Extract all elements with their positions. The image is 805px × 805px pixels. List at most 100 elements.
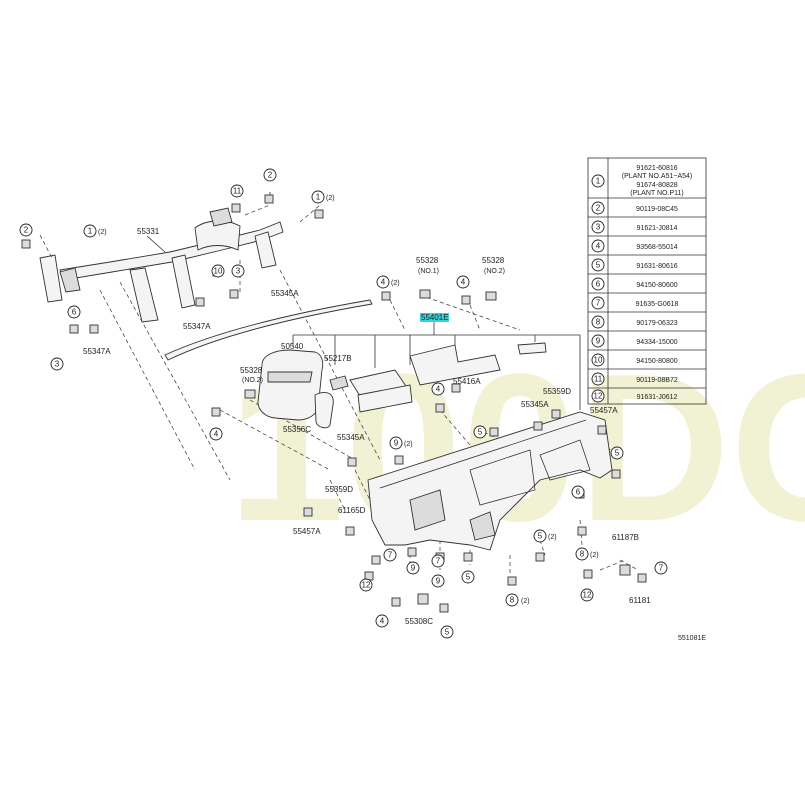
ref-circle-4: 4	[380, 617, 385, 626]
legend-row-8-part: 90179-06323	[636, 320, 677, 327]
legend-row-9-num: 9	[596, 337, 601, 346]
callout-55308C: 55308C	[405, 617, 433, 626]
legend-row-8-num: 8	[596, 318, 601, 327]
small-hardware	[21, 194, 647, 613]
callout-55347A-left: 55347A	[83, 347, 111, 356]
qty-label: (2)	[590, 552, 599, 559]
legend-row-5-part: 91631-80616	[636, 263, 677, 270]
legend-row-6-part: 94150-80600	[636, 282, 677, 289]
callout-55328-no2: 55328	[482, 256, 505, 265]
ref-circle-9: 9	[436, 577, 441, 586]
callout-55347A-mid: 55347A	[183, 322, 211, 331]
part-callouts: 55331 55347A 55347A 55345A 50540 55217B …	[83, 227, 706, 642]
ref-circle-5: 5	[466, 573, 471, 582]
callout-55345A-top: 55345A	[271, 289, 299, 298]
fastener-circles: 11 2 1 (2) 1 (2) 2 10 3 6 3 4 (2) 4 4 4 …	[19, 168, 668, 639]
callout-55328-no2-sub: (NO.2)	[484, 268, 505, 275]
ref-circle-8: 8	[580, 550, 585, 559]
parts-legend-table: 1 91621-60816 (PLANT NO.A51~A54) 91674-8…	[587, 157, 707, 405]
callout-55345A-right: 55345A	[521, 400, 549, 409]
ref-circle-1: 1	[88, 227, 93, 236]
ref-circle-10: 10	[214, 267, 223, 276]
callout-61165D: 61165D	[338, 506, 366, 515]
callout-61181: 61181	[629, 596, 651, 605]
ref-circle-11: 11	[233, 187, 242, 196]
legend-row-12-part: 91631-J0612	[637, 394, 678, 401]
legend-row-4-part: 93568-55014	[636, 244, 677, 251]
ref-circle-9: 9	[411, 564, 416, 573]
ref-circle-7: 7	[659, 564, 664, 573]
legend-row-1-part: 91621-60816	[636, 165, 677, 172]
ref-circle-12: 12	[583, 591, 592, 600]
callout-55328-left-sub: (NO.2)	[242, 377, 263, 384]
qty-label: (2)	[391, 280, 400, 287]
ref-circle-12: 12	[362, 581, 371, 590]
legend-row-1-num: 1	[596, 177, 601, 186]
qty-label: (2)	[98, 229, 107, 236]
ref-circle-6: 6	[72, 308, 77, 317]
callout-55359D-mid: 55359D	[325, 485, 353, 494]
ref-circle-4: 4	[461, 278, 466, 287]
callout-55345A-mid: 55345A	[337, 433, 365, 442]
legend-row-12-num: 12	[594, 392, 603, 401]
callout-55217B: 55217B	[324, 354, 352, 363]
ref-circle-5: 5	[478, 428, 483, 437]
molding-strip	[164, 299, 373, 361]
legend-row-6-num: 6	[596, 280, 601, 289]
legend-row-3-part: 91621-J0814	[637, 225, 678, 232]
instrument-panel	[367, 411, 613, 551]
ref-circle-8: 8	[510, 596, 515, 605]
ref-circle-5: 5	[538, 532, 543, 541]
qty-label: (2)	[404, 441, 413, 448]
callout-55356C: 55356C	[283, 425, 311, 434]
callout-55416A: 55416A	[453, 377, 481, 386]
ref-circle-5: 5	[445, 628, 450, 637]
ref-circle-1: 1	[316, 193, 321, 202]
callout-55401E: 55401E	[421, 313, 449, 322]
callout-55457A-left: 55457A	[293, 527, 321, 536]
callout-55457A-right: 55457A	[590, 406, 618, 415]
ref-circle-4: 4	[381, 278, 386, 287]
callout-50540: 50540	[281, 342, 304, 351]
legend-num-circle	[591, 174, 605, 188]
insulator-parts	[329, 342, 547, 413]
ref-circle-6: 6	[576, 488, 581, 497]
legend-row-7-num: 7	[596, 299, 601, 308]
ref-circle-7: 7	[388, 551, 393, 560]
qty-label: (2)	[326, 195, 335, 202]
ref-circle-3: 3	[236, 267, 241, 276]
ref-circle-2: 2	[268, 171, 273, 180]
ref-circle-3: 3	[55, 360, 60, 369]
legend-row-11-num: 11	[594, 375, 603, 384]
ref-circle-7: 7	[436, 557, 441, 566]
callout-55359D-right: 55359D	[543, 387, 571, 396]
legend-row-9-part: 94334-15000	[636, 339, 677, 346]
legend-row-4-num: 4	[596, 242, 601, 251]
qty-label: (2)	[548, 534, 557, 541]
callout-55328-no1: 55328	[416, 256, 439, 265]
airbag-assembly	[257, 349, 334, 429]
legend-row-2-num: 2	[596, 204, 601, 213]
reinforcement-frame	[39, 207, 284, 323]
callout-55328-no1-sub: (NO.1)	[418, 268, 439, 275]
legend-row-10-part: 94150-80800	[636, 358, 677, 365]
callout-61187B: 61187B	[612, 533, 639, 542]
legend-row-11-part: 90119-08B72	[636, 377, 678, 384]
callout-55328-left: 55328	[240, 366, 263, 375]
ref-circle-9: 9	[394, 439, 399, 448]
ref-circle-2: 2	[24, 226, 29, 235]
ref-circle-4: 4	[214, 430, 219, 439]
qty-label: (2)	[521, 598, 530, 605]
ref-circle-5: 5	[615, 449, 620, 458]
ref-circle-4: 4	[436, 385, 441, 394]
legend-row-1-part-alt: 91674-80828	[636, 182, 677, 189]
legend-row-2-part: 90119-08C45	[636, 206, 678, 213]
highlight-55401E	[420, 313, 449, 322]
legend-row-5-num: 5	[596, 261, 601, 270]
legend-row-1-note: (PLANT NO.A51~A54)	[622, 173, 693, 180]
drawing-number: 551081E	[678, 635, 706, 642]
legend-row-10-num: 10	[594, 356, 603, 365]
legend-row-7-part: 91635-G0618	[636, 301, 679, 308]
legend-row-3-num: 3	[596, 223, 601, 232]
